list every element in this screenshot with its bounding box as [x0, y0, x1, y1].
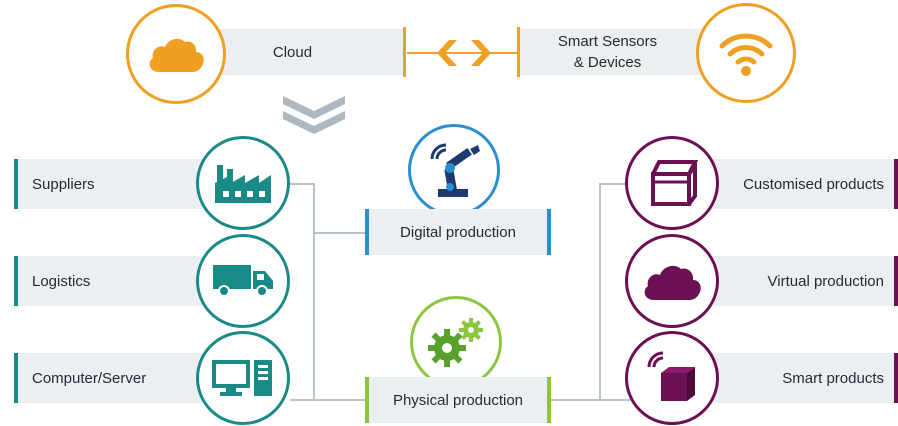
physical-production-label: Physical production: [392, 391, 524, 409]
bidirectional-arrow: [405, 28, 523, 78]
logistics-label: Logistics: [32, 272, 91, 290]
virtual-production-bar: Virtual production: [700, 256, 898, 306]
box-icon: [645, 158, 699, 208]
truck-icon: [211, 263, 275, 299]
virtual-production-circle: [625, 234, 719, 328]
left-connector-digital: [313, 232, 365, 234]
digital-production-label: Digital production: [400, 223, 516, 241]
cloud-bar-edge: [403, 27, 406, 77]
sensors-label-bar: Smart Sensors & Devices: [520, 29, 725, 75]
left-connector-h3: [290, 399, 365, 401]
cloud-icon: [145, 34, 207, 74]
sensors-circle: [696, 3, 796, 103]
right-connector-h1: [600, 183, 630, 185]
sensors-label-line2: & Devices: [573, 54, 642, 71]
computer-server-bar: Computer/Server: [14, 353, 214, 403]
customised-products-circle: [625, 136, 719, 230]
left-connector-h1: [290, 183, 314, 185]
cloud-label: Cloud: [272, 43, 313, 61]
smart-products-bar: Smart products: [700, 353, 898, 403]
customised-products-bar: Customised products: [700, 159, 898, 209]
factory-icon: [213, 161, 273, 205]
digital-production-bar: Digital production: [365, 209, 551, 255]
gears-icon: [425, 316, 487, 368]
computer-server-icon: [212, 358, 274, 398]
virtual-production-label: Virtual production: [767, 272, 884, 290]
computer-server-label: Computer/Server: [32, 369, 147, 387]
logistics-circle: [196, 234, 290, 328]
right-connector-h3: [548, 399, 630, 401]
suppliers-bar: Suppliers: [14, 159, 214, 209]
digital-circle: [408, 124, 500, 216]
robot-arm-icon: [426, 141, 482, 199]
wifi-icon: [716, 28, 776, 78]
left-connector-v: [313, 183, 315, 400]
physical-circle: [410, 296, 502, 388]
smart-products-label: Smart products: [782, 369, 884, 387]
customised-products-label: Customised products: [743, 175, 884, 193]
down-chevron-icon: [281, 94, 347, 136]
sensors-bar-edge: [517, 27, 520, 77]
right-connector-v: [599, 183, 601, 400]
cloud-circle: [126, 4, 226, 104]
smart-box-icon: [645, 351, 699, 405]
suppliers-label: Suppliers: [32, 175, 95, 193]
computer-server-circle: [196, 331, 290, 425]
physical-production-bar: Physical production: [365, 377, 551, 423]
logistics-bar: Logistics: [14, 256, 214, 306]
cloud-icon: [640, 260, 704, 302]
smart-products-circle: [625, 331, 719, 425]
sensors-label-line1: Smart Sensors: [557, 33, 658, 50]
suppliers-circle: [196, 136, 290, 230]
